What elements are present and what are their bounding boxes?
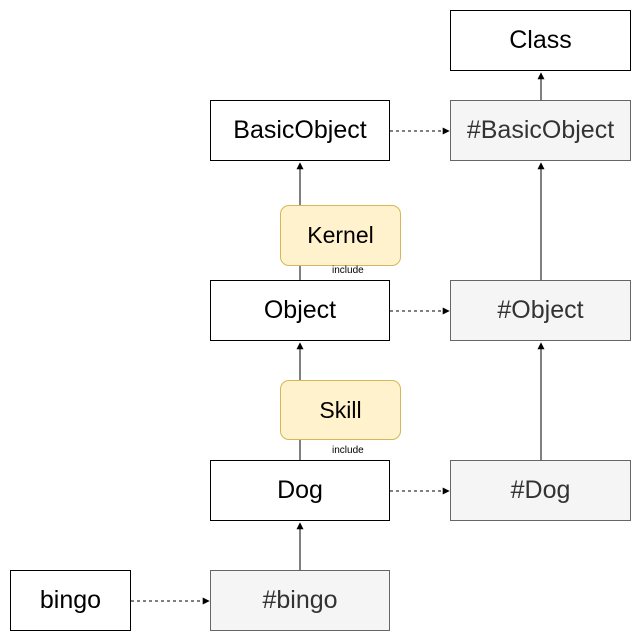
node-dog: Dog [210, 460, 390, 521]
node-kernel-module: Kernel [280, 205, 401, 266]
node-bingo-singleton: #bingo [210, 570, 390, 631]
node-dog-singleton: #Dog [450, 460, 631, 521]
node-object: Object [210, 280, 390, 341]
node-skill-module: Skill [280, 380, 401, 440]
node-basic-object: BasicObject [210, 100, 390, 161]
node-object-singleton: #Object [450, 280, 631, 341]
label-skill-include: include [332, 445, 364, 456]
node-bingo: bingo [10, 570, 131, 631]
node-basic-object-singleton: #BasicObject [450, 100, 631, 161]
label-kernel-include: include [332, 265, 364, 276]
node-class: Class [450, 10, 631, 71]
